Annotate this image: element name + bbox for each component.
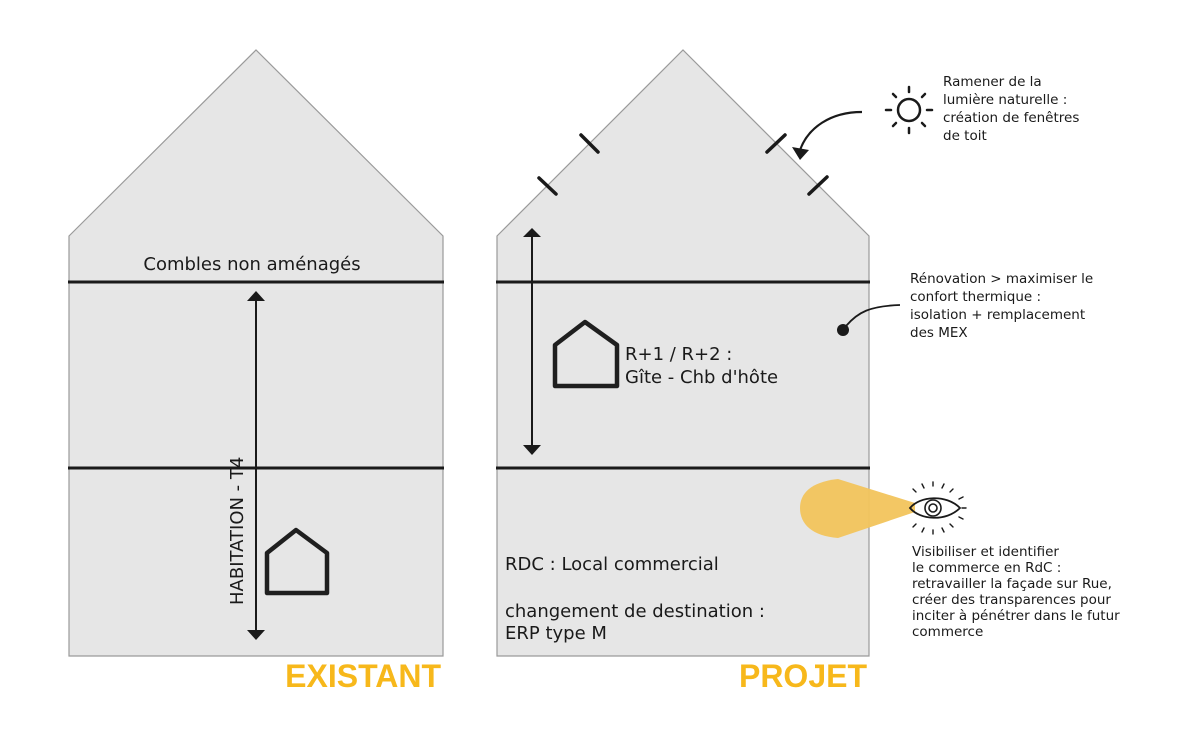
sun-icon [884, 85, 934, 135]
curved-arrow-icon [792, 110, 863, 160]
house-icon [552, 319, 620, 389]
light-note-line: lumière naturelle : [943, 92, 1067, 108]
existant-vertical-label: HABITATION - T4 [227, 457, 248, 605]
visibility-note-line: créer des transparences pour [912, 592, 1111, 608]
light-note-line: création de fenêtres [943, 110, 1079, 126]
light-note-line: Ramener de la [943, 74, 1042, 90]
existant-attic-label: Combles non aménagés [143, 254, 360, 275]
projet-house: R+1 / R+2 : Gîte - Chb d'hôte RDC : Loca… [496, 49, 915, 694]
visibility-note-line: Visibiliser et identifier [912, 544, 1059, 560]
projet-upper-label-line1: R+1 / R+2 : [625, 344, 732, 365]
roof-window-left-upper [579, 133, 600, 154]
double-arrow-icon [523, 228, 541, 455]
visibility-note-line: inciter à pénétrer dans le futur [912, 608, 1120, 624]
house-icon [264, 527, 330, 596]
existant-title: EXISTANT [285, 658, 441, 694]
projet-title: PROJET [739, 658, 867, 694]
roof-window-right-lower [807, 175, 829, 196]
eye-icon [908, 481, 967, 535]
roof-window-right-upper [765, 133, 787, 154]
projet-ground-label: RDC : Local commercial [505, 554, 719, 575]
roof-window-left-lower [537, 176, 558, 196]
double-arrow-icon [247, 291, 265, 640]
projet-change-line1: changement de destination : [505, 601, 765, 622]
visibility-note-line: commerce [912, 624, 983, 640]
bullet-dot-icon [837, 304, 901, 336]
projet-upper-label-line2: Gîte - Chb d'hôte [625, 367, 778, 388]
light-note-line: de toit [943, 128, 987, 144]
projet-house-outline [496, 49, 870, 657]
renovation-note-line: confort thermique : [910, 289, 1041, 305]
renovation-note-line: Rénovation > maximiser le [910, 271, 1093, 287]
projet-change-line2: ERP type M [505, 623, 607, 644]
renovation-note-line: isolation + remplacement [910, 307, 1085, 323]
existant-house: Combles non aménagés HABITATION - T4 EXI… [68, 49, 444, 694]
renovation-note: Rénovation > maximiser le confort thermi… [910, 271, 1098, 341]
visibility-note-line: retravailler la façade sur Rue, [912, 576, 1112, 592]
visibility-beam [800, 479, 915, 538]
visibility-note: Visibiliser et identifier le commerce en… [912, 544, 1124, 640]
roof-window-icon [537, 133, 829, 196]
renovation-note-line: des MEX [910, 325, 968, 341]
light-note: Ramener de la lumière naturelle : créati… [943, 74, 1084, 144]
visibility-note-line: le commerce en RdC : [912, 560, 1061, 576]
